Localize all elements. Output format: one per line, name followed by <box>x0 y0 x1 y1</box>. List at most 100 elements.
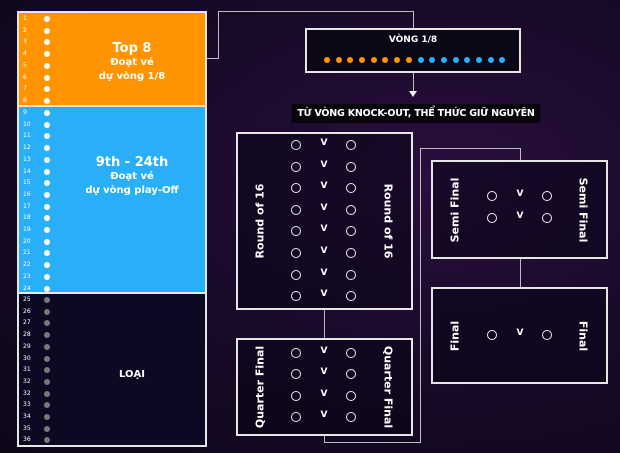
standings-row: 11 <box>19 130 59 142</box>
team-slot-circle <box>346 204 356 215</box>
zone-line2: dự vòng 1/8 <box>98 71 166 82</box>
standings-row: 31 <box>19 364 59 376</box>
rank-number: 2 <box>23 26 27 34</box>
team-dot <box>324 57 330 63</box>
standings-row: 27 <box>19 317 59 329</box>
versus-label: V <box>516 211 524 221</box>
team-slot-circle <box>291 161 301 172</box>
rank-number: 20 <box>23 237 31 245</box>
team-dot <box>44 168 50 175</box>
team-dot <box>44 402 50 409</box>
standings-row: 6 <box>19 72 59 84</box>
team-slot-circle <box>291 226 301 237</box>
versus-label: V <box>516 189 524 199</box>
standings-row: 25 <box>19 294 59 306</box>
standings-row: 5 <box>19 60 59 72</box>
team-slot-circle <box>346 269 356 280</box>
rank-number: 11 <box>23 132 31 140</box>
rank-number: 17 <box>23 202 31 210</box>
rank-number: 32 <box>23 377 31 385</box>
team-slot-circle <box>291 390 301 401</box>
standings-row: 9 <box>19 107 59 119</box>
rank-number: 19 <box>23 226 31 233</box>
connector <box>413 72 414 92</box>
standings-row: 24 <box>19 283 59 295</box>
standings-row: 22 <box>19 259 59 271</box>
team-slot-circle <box>291 248 301 258</box>
team-dot <box>44 51 50 58</box>
round-label-right: Quarter Final <box>381 345 395 429</box>
rank-number: 16 <box>23 190 31 198</box>
standings-row: 16 <box>19 189 59 201</box>
round-label-right: Round of 16 <box>381 183 395 259</box>
versus-label: V <box>320 388 328 399</box>
team-slot-circle <box>291 369 301 380</box>
versus-label: V <box>320 181 328 192</box>
rank-number: 1 <box>23 15 27 22</box>
standings-row: 32 <box>19 388 59 400</box>
team-slot-circle <box>346 291 356 302</box>
team-dot <box>44 191 50 198</box>
team-dot <box>335 57 342 63</box>
team-slot-circle <box>346 248 356 258</box>
round-label-left: Final <box>448 320 462 351</box>
team-slot-circle <box>346 348 356 358</box>
standings-row: 13 <box>19 154 59 166</box>
standings-row: 32 <box>19 376 59 388</box>
round-label-right: Semi Final <box>576 177 590 242</box>
round-of-8-box: VÒNG 1/8 <box>305 28 521 73</box>
team-dot <box>44 97 50 104</box>
rank-number: 22 <box>23 261 31 269</box>
standings-row: 34 <box>19 411 59 423</box>
standings-row: 1 <box>19 13 59 25</box>
knockout-note: TỪ VÒNG KNOCK-OUT, THỂ THỨC GIỮ NGUYÊN <box>291 104 541 123</box>
team-dot <box>347 57 354 63</box>
connector <box>420 148 421 443</box>
team-dot <box>359 57 366 63</box>
connector <box>324 435 325 443</box>
rank-number: 12 <box>23 144 31 152</box>
rank-number: 26 <box>23 307 31 315</box>
team-dot <box>440 57 447 63</box>
rank-number: 25 <box>23 296 31 303</box>
zone-title: Top 8 <box>112 41 152 56</box>
rank-number: 23 <box>23 272 31 280</box>
rank-number: 27 <box>23 319 31 327</box>
team-slot-circle <box>291 291 301 302</box>
team-dot <box>44 390 50 397</box>
team-dot <box>44 285 50 292</box>
team-dot <box>44 437 50 444</box>
rank-number: 10 <box>23 120 31 128</box>
team-dot <box>44 332 50 339</box>
team-slot-circle <box>542 191 552 201</box>
team-dot <box>44 62 50 69</box>
team-dot <box>44 367 50 374</box>
team-dot <box>44 355 50 362</box>
zone-title: LOẠI <box>119 369 145 380</box>
zone-line1: Đoạt vé <box>110 57 154 68</box>
rank-number: 36 <box>23 436 31 444</box>
versus-label: V <box>320 159 328 170</box>
standings-row: 19 <box>19 224 59 236</box>
rank-number: 33 <box>23 401 31 409</box>
standings-row: 21 <box>19 247 59 259</box>
round-label-left: Semi Final <box>448 177 462 242</box>
round-of-8-title: VÒNG 1/8 <box>388 35 438 45</box>
team-dot <box>44 180 50 187</box>
team-dot <box>44 238 50 245</box>
rank-number: 14 <box>23 167 31 175</box>
team-dot <box>44 297 50 303</box>
team-slot-circle <box>542 330 552 340</box>
standings-row: 30 <box>19 353 59 365</box>
connector <box>324 309 325 338</box>
team-dot <box>44 378 50 385</box>
connector <box>207 58 218 59</box>
team-dot <box>44 215 50 222</box>
team-slot-circle <box>346 226 356 237</box>
standings-row: 28 <box>19 329 59 341</box>
team-dot <box>499 57 506 63</box>
team-dot <box>44 203 50 210</box>
team-slot-circle <box>291 204 301 215</box>
